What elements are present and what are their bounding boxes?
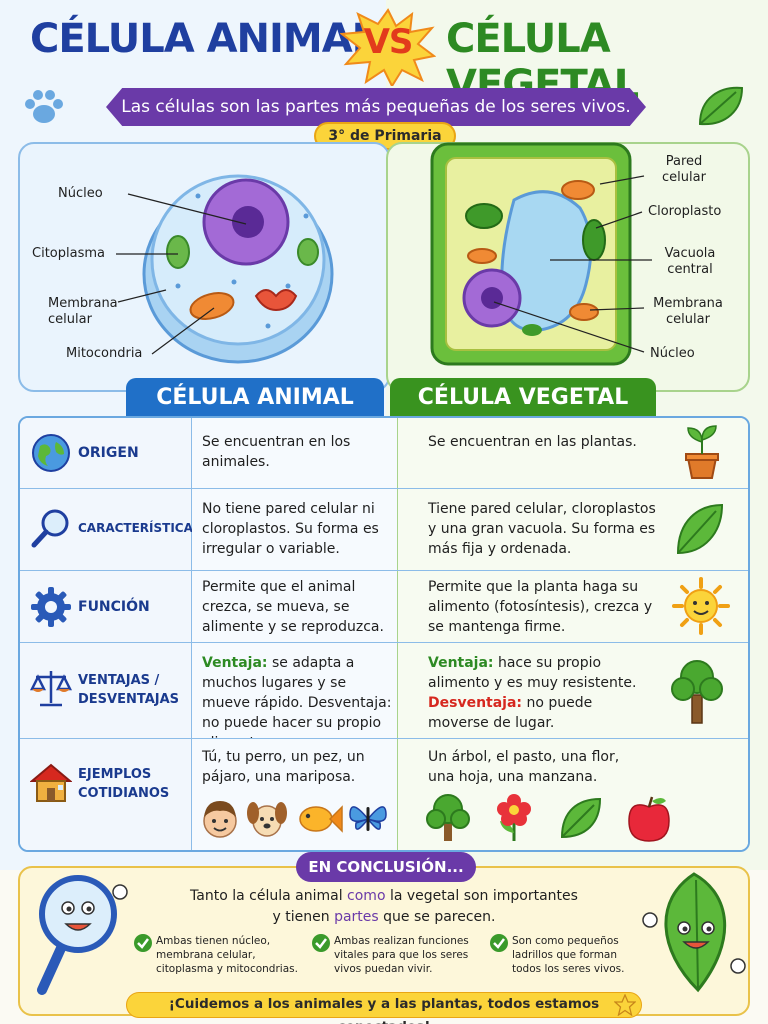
conclusion-text-b: como — [347, 888, 386, 904]
animal-cell: Se encuentran en los animales. — [192, 418, 398, 488]
table-row: FUNCIÓN Permite que el animal crezca, se… — [20, 570, 748, 642]
tree-icon — [671, 660, 723, 724]
sun-icon — [672, 577, 730, 635]
house-icon — [30, 763, 72, 802]
conclusion-text-a: Tanto la célula animal — [190, 888, 343, 904]
check-icon — [134, 934, 152, 952]
advantage-label: Ventaja: — [428, 655, 494, 671]
disadvantage-text: no puede moverse de lugar. — [428, 695, 593, 731]
title-animal: CÉLULA ANIMAL — [30, 16, 377, 62]
conclusion-text-f: que se parecen. — [383, 909, 496, 925]
category-cell: FUNCIÓN — [20, 571, 192, 642]
boy-icon — [203, 801, 237, 838]
conclusion-text-e: partes — [334, 909, 379, 925]
conclusion-text-c: la vegetal son importantes — [389, 888, 578, 904]
column-header-plant: CÉLULA VEGETAL — [390, 378, 656, 418]
column-header-animal: CÉLULA ANIMAL — [126, 378, 384, 418]
category-cell: VENTAJAS / DESVENTAJAS — [20, 643, 192, 738]
star-icon — [614, 994, 636, 1016]
fish-icon — [299, 805, 343, 833]
table-row: EJEMPLOS COTIDIANOS Tú, tu perro, un pez… — [20, 738, 748, 850]
check-icon — [312, 934, 330, 952]
table-row: CARACTERÍSTICAS No tiene pared celular n… — [20, 488, 748, 570]
check-icon — [490, 934, 508, 952]
animal-cell: Tú, tu perro, un pez, un pájaro, una mar… — [192, 739, 398, 850]
label-cytoplasm: Citoplasma — [32, 246, 105, 261]
conclusion-badge: EN CONCLUSIÓN... — [296, 852, 476, 882]
animal-text: Se encuentran en los animales. — [202, 434, 351, 470]
label-nucleus: Núcleo — [58, 186, 103, 201]
conclusion-text: Tanto la célula animal como la vegetal s… — [156, 886, 612, 928]
plant-text: Se encuentran en las plantas. — [428, 434, 637, 450]
plant-text: Ventaja: hace su propio alimento y es mu… — [428, 653, 654, 733]
advantage-text: hace su propio alimento y es muy resiste… — [428, 655, 637, 691]
comparison-table: ORIGEN Se encuentran en los animales. Se… — [18, 416, 750, 852]
paw-icon — [25, 90, 63, 123]
advantage-text: se adapta a muchos lugares y se mueve rá… — [202, 655, 355, 711]
category-cell: CARACTERÍSTICAS — [20, 489, 202, 570]
conclusion-point: Ambas realizan funciones vitales para qu… — [334, 935, 469, 975]
category-label: EJEMPLOS COTIDIANOS — [78, 767, 170, 801]
animal-cell: Ventaja: se adapta a muchos lugares y se… — [192, 643, 398, 751]
label-chloroplast: Cloroplasto — [648, 204, 722, 219]
subtitle-banner: Las células son las partes más pequeñas … — [106, 88, 646, 126]
animal-cell-illustration — [142, 174, 334, 364]
conclusion-point: Ambas tienen núcleo, membrana celular, c… — [156, 935, 298, 975]
category-cell: ORIGEN — [20, 418, 192, 488]
plant-text: Un árbol, el pasto, una flor, una hoja, … — [428, 749, 620, 785]
table-row: ORIGEN Se encuentran en los animales. Se… — [20, 418, 748, 488]
leaf-icon — [698, 86, 744, 126]
flower-icon — [497, 794, 531, 841]
footer-banner: ¡Cuidemos a los animales y a las plantas… — [126, 992, 642, 1024]
apple-icon — [628, 796, 670, 842]
globe-icon — [32, 434, 70, 472]
category-label: CARACTERÍSTICAS — [78, 521, 202, 535]
category-label: VENTAJAS / DESVENTAJAS — [78, 673, 180, 707]
potted-plant-icon — [685, 425, 719, 479]
table-row: VENTAJAS / DESVENTAJAS Ventaja: se adapt… — [20, 642, 748, 751]
animal-text: No tiene pared celular ni cloroplastos. … — [202, 501, 379, 557]
dog-icon — [247, 802, 287, 837]
category-label: FUNCIÓN — [78, 599, 150, 615]
label-membrane: Membrana celular — [48, 296, 118, 327]
plant-cell: Un árbol, el pasto, una flor, una hoja, … — [398, 739, 748, 850]
disadvantage-label: Desventaja: — [428, 695, 523, 711]
advantage-label: Ventaja: — [202, 655, 268, 671]
label-vacuole: Vacuola central — [664, 246, 716, 277]
conclusion-text-d: y tienen — [272, 909, 330, 925]
leaf-icon — [676, 503, 724, 555]
category-cell: EJEMPLOS COTIDIANOS — [20, 739, 192, 850]
gear-icon — [31, 587, 71, 627]
tree-icon — [426, 794, 470, 841]
label-plant-membrane: Membrana celular — [653, 296, 723, 327]
label-cell-wall: Pared celular — [662, 154, 706, 185]
animal-text: Permite que el animal crezca, se mueva, … — [202, 579, 384, 635]
plant-cell: Permite que la planta haga su alimento (… — [398, 571, 748, 642]
plant-cell-illustration — [430, 142, 632, 366]
plant-cell: Tiene pared celular, cloroplastos y una … — [398, 489, 748, 570]
plant-text: Tiene pared celular, cloroplastos y una … — [428, 501, 656, 557]
label-mitochondria: Mitocondria — [66, 346, 143, 361]
disadvantage-label: Desventaja: — [307, 695, 392, 711]
plant-cell: Ventaja: hace su propio alimento y es mu… — [398, 643, 748, 738]
animal-cell: No tiene pared celular ni cloroplastos. … — [192, 489, 398, 570]
scale-icon — [30, 671, 72, 707]
animal-text: Tú, tu perro, un pez, un pájaro, una mar… — [202, 749, 365, 785]
magnifier-character-icon — [37, 875, 128, 995]
butterfly-icon — [349, 806, 387, 831]
leaf-character-icon — [642, 872, 746, 993]
magnifier-icon — [31, 509, 69, 548]
category-label: ORIGEN — [78, 445, 139, 461]
conclusion-point: Son como pequeños ladrillos que forman t… — [512, 935, 625, 975]
plant-text: Permite que la planta haga su alimento (… — [428, 579, 653, 635]
vs-label: VS — [363, 22, 414, 62]
leaf-icon — [560, 797, 602, 839]
burst-icon — [340, 8, 436, 86]
label-plant-nucleus: Núcleo — [650, 346, 695, 361]
plant-cell: Se encuentran en las plantas. — [398, 418, 748, 488]
animal-cell: Permite que el animal crezca, se mueva, … — [192, 571, 398, 642]
